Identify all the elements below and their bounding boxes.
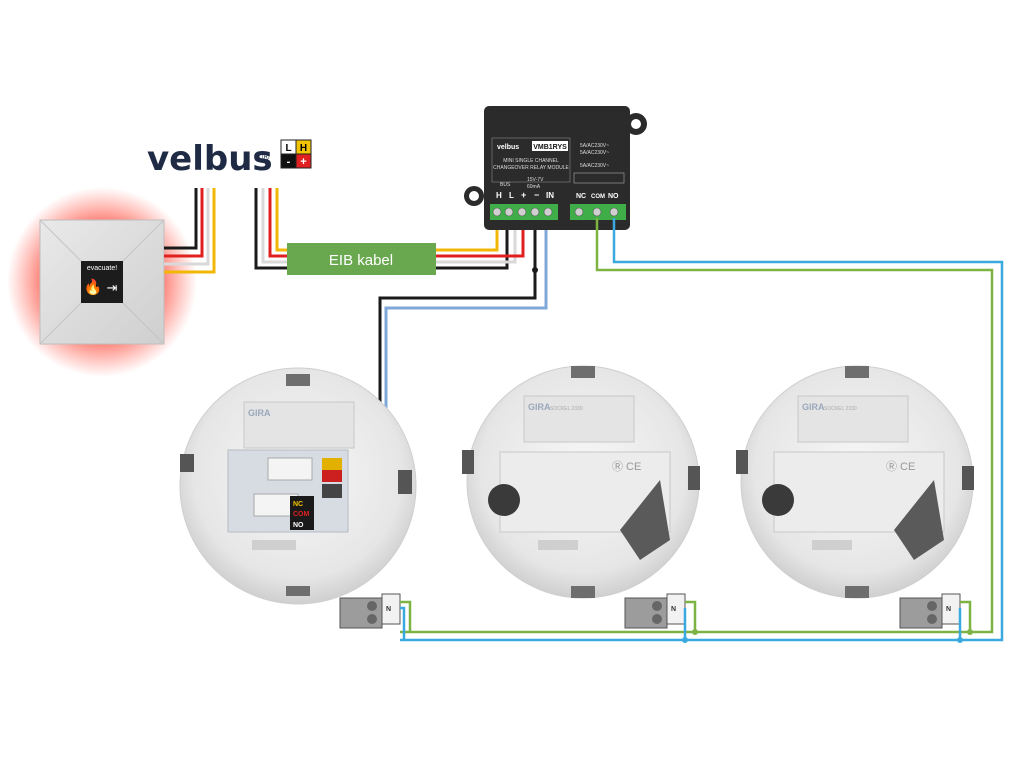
legend-minus: - xyxy=(287,156,291,168)
detector-2-brand: GIRA xyxy=(528,402,551,412)
connector-1: N xyxy=(339,593,412,640)
module-current: 60mA xyxy=(527,184,541,190)
ce-mark-3: Ⓡ CE xyxy=(886,460,915,473)
relay-module: velbus VMB1RYS MINI SINGLE CHANNEL CHANG… xyxy=(464,106,647,230)
legend-l: L xyxy=(285,143,291,154)
module-body xyxy=(484,106,630,230)
module-line1: MINI SINGLE CHANNEL xyxy=(503,158,559,164)
connector-2: N xyxy=(624,593,698,643)
connector-1-label: N xyxy=(386,606,391,613)
detector-2: GIRA SOCKEL 2330 Ⓡ CE xyxy=(462,365,700,599)
detector-1-com: COM xyxy=(293,511,310,518)
eib-cable-bar xyxy=(287,243,436,275)
module-brand: velbus xyxy=(497,144,519,151)
detector-3-model: SOCKEL 2330 xyxy=(824,406,857,412)
power-legend: L H - + xyxy=(280,139,312,169)
connector-2-label: N xyxy=(671,606,676,613)
terminal-l: L xyxy=(509,191,514,200)
evac-label: evacuate! xyxy=(87,265,117,272)
detector-1-no: NO xyxy=(293,522,304,529)
terminal-plus: + xyxy=(521,190,526,200)
module-bus-label: BUS xyxy=(500,182,511,188)
terminal-no: NO xyxy=(608,193,619,200)
legend-h: H xyxy=(300,143,307,154)
terminal-in: IN xyxy=(546,191,554,200)
ce-mark-2: Ⓡ CE xyxy=(612,460,641,473)
panel-wires xyxy=(164,188,216,274)
exit-icon: ⇥ xyxy=(107,280,118,295)
logo-text: velbus xyxy=(147,139,273,179)
module-supply: 15V-7V xyxy=(527,177,544,183)
legend-plus: + xyxy=(300,156,306,168)
fire-icon: 🔥 xyxy=(84,278,103,296)
logo-reg: ® xyxy=(262,152,270,163)
evac-sign xyxy=(81,261,123,303)
eib-cable: EIB kabel xyxy=(287,243,436,275)
detector-2-model: SOCKEL 2330 xyxy=(550,406,583,412)
module-line2: CHANGEOVER RELAY MODULE xyxy=(493,165,569,171)
module-spec1: 5A/AC230V~ xyxy=(580,143,609,149)
module-spec3: 5A/AC230V~ xyxy=(580,163,609,169)
relay-label-block xyxy=(290,496,314,530)
evacuation-panel: evacuate! 🔥 ⇥ xyxy=(7,187,197,377)
connector-3: N xyxy=(899,593,973,643)
detector-1-nc: NC xyxy=(293,501,303,508)
terminal-minus: − xyxy=(534,190,539,200)
detector-3-brand: GIRA xyxy=(802,402,825,412)
detector-1: GIRA NC COM NO xyxy=(179,367,417,605)
velbus-logo: velbus ® xyxy=(147,139,273,179)
terminal-nc: NC xyxy=(576,193,586,200)
connector-3-label: N xyxy=(946,606,951,613)
detector-3: GIRA SOCKEL 2330 Ⓡ CE xyxy=(736,365,974,599)
eib-cable-label: EIB kabel xyxy=(329,252,393,269)
module-spec2: 5A/AC230V~ xyxy=(580,150,609,156)
terminal-com: COM xyxy=(591,194,605,200)
detector-1-brand: GIRA xyxy=(248,408,271,418)
module-model: VMB1RYS xyxy=(533,144,567,151)
terminal-h: H xyxy=(496,191,502,200)
